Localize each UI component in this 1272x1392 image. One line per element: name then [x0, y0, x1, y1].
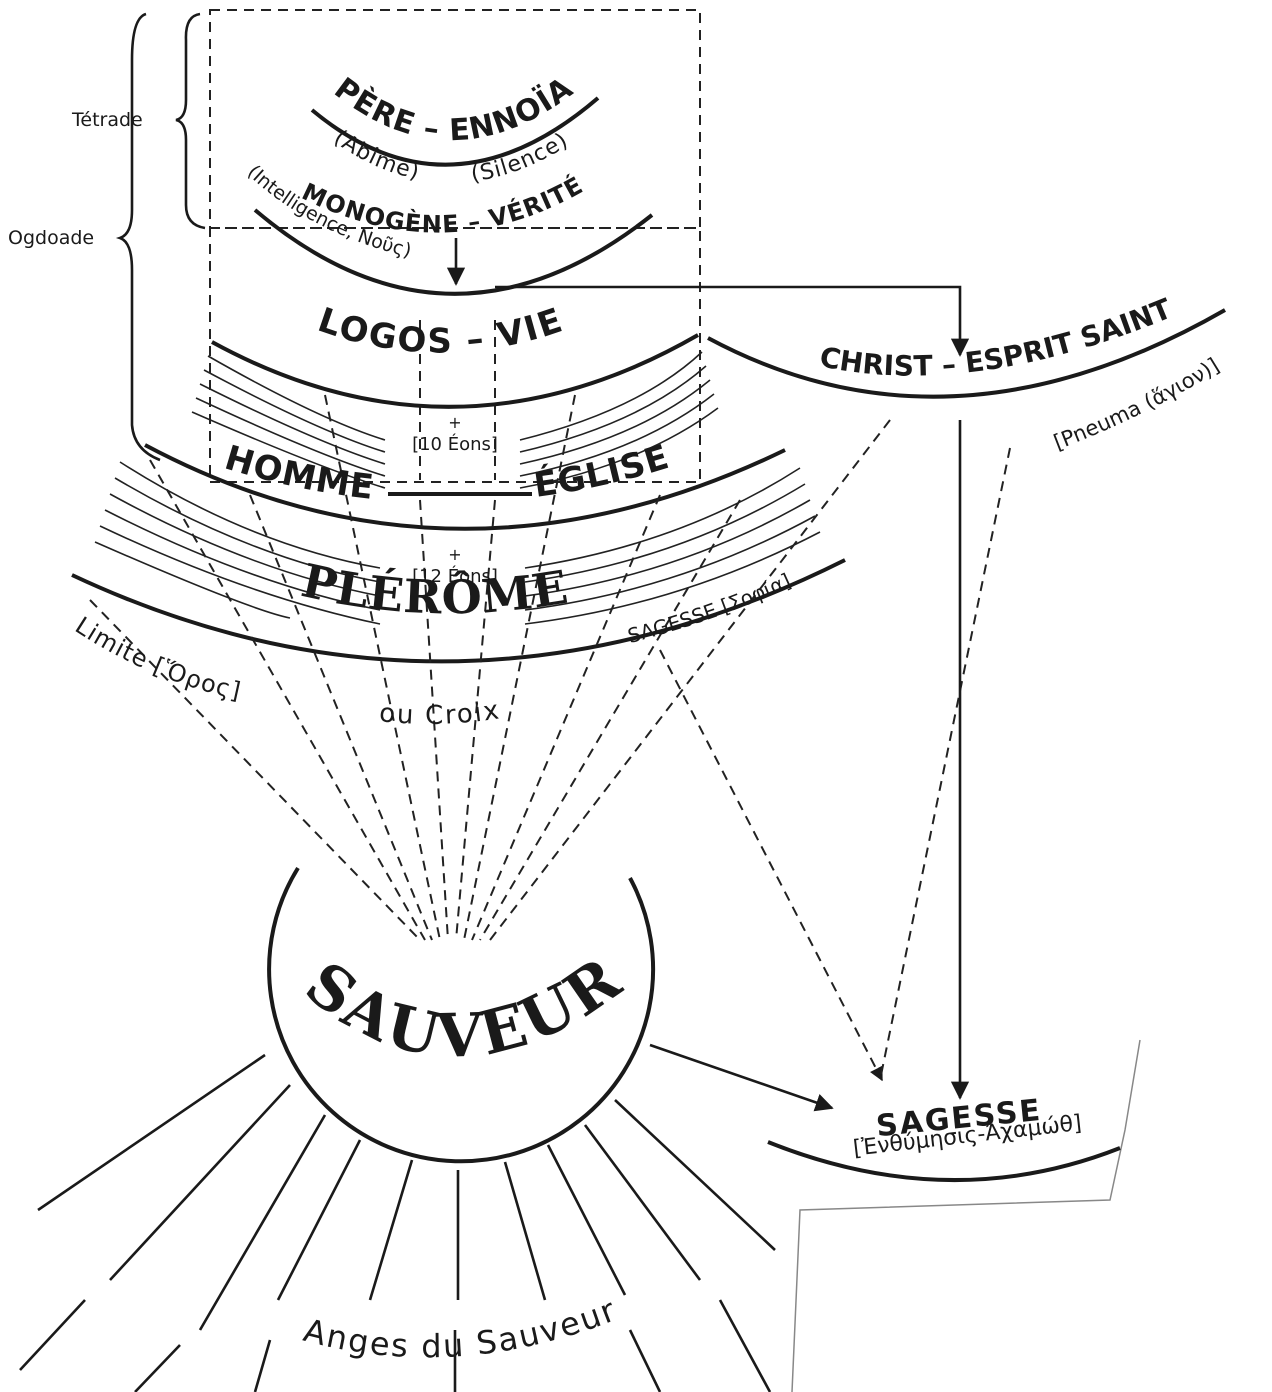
logos-vie-label: LOGOS – VIE — [313, 300, 569, 362]
christ-esprit-arc — [707, 308, 1226, 399]
paper-edge — [791, 1039, 1141, 1392]
anges-label: Anges du Sauveur — [300, 1290, 622, 1365]
sauveur-label: SAUVEUR — [293, 943, 636, 1072]
ogdoade-box — [209, 227, 701, 483]
christ-esprit-label: CHRIST – ESPRIT SAINT — [817, 292, 1176, 383]
pere-ennoia-arc — [310, 96, 600, 167]
homme-eglise-arc — [144, 443, 786, 531]
pleroma-limit-arc — [71, 558, 846, 664]
lower-sagesse-arc — [767, 1140, 1121, 1182]
dash-to-sagesse-1 — [659, 649, 883, 1082]
ogdoade-brace — [115, 12, 161, 462]
homme-label: HOMME — [220, 438, 376, 508]
ou-croix-label: ou Croix — [378, 695, 503, 731]
connector-to-christ — [495, 285, 970, 357]
pneuma-label: [Pneuma (ἅγιον)] — [1050, 353, 1223, 454]
tetrade-brace — [175, 12, 206, 230]
pleroma-label: PLÉRÔME — [297, 553, 572, 624]
ten-eons-hatching — [191, 351, 719, 489]
connector-sauveur-to-sagesse — [649, 1043, 834, 1112]
ten-eons-label: [10 Éons] — [412, 433, 498, 455]
twelve-eons-label: [12 Éons] — [412, 565, 498, 587]
twelve-eons-hatching — [94, 461, 821, 625]
ogdoade-label: Ogdoade — [8, 227, 94, 249]
emanation-rays — [89, 394, 891, 941]
angel-rays — [19, 1053, 776, 1392]
logos-vie-arc — [211, 333, 699, 409]
dash-to-sagesse-2 — [879, 447, 1011, 1081]
limite-oros-label: Limite [Ὅρος] — [70, 611, 244, 705]
tetrade-label: Tétrade — [71, 109, 143, 131]
sauveur-crescent — [267, 866, 656, 1164]
ten-eons-plus: + — [448, 413, 461, 432]
twelve-eons-plus: + — [448, 545, 461, 564]
eglise-label: ÉGLISE — [531, 437, 674, 506]
monogene-verite-arc — [253, 208, 654, 296]
